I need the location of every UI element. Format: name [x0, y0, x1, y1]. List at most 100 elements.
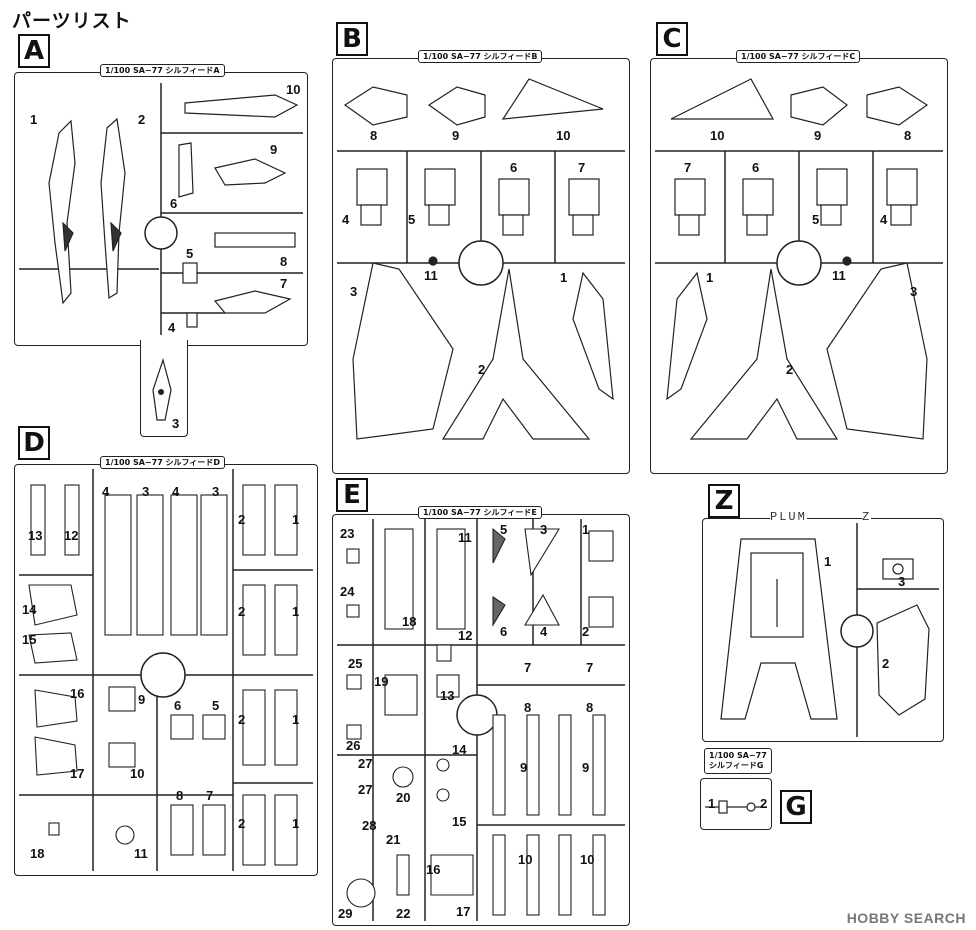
part-a2-number: 2	[138, 112, 146, 127]
part-a9-number: 9	[270, 142, 278, 157]
part-e10a-number: 10	[518, 852, 533, 867]
part-a1-number: 1	[30, 112, 38, 127]
sprue-g-plate-line2: シルフィードG	[709, 761, 764, 770]
part-e7b-number: 7	[586, 660, 594, 675]
part-c9-number: 9	[814, 128, 822, 143]
part-d8-number: 8	[176, 788, 184, 803]
sprue-g-plate: 1/100 SA−77 シルフィードG	[704, 748, 772, 774]
part-a4-number: 4	[168, 320, 176, 335]
part-e4-number: 4	[540, 624, 548, 639]
sprue-g-frame	[700, 778, 772, 830]
sprue-a-runners	[19, 83, 303, 335]
sprue-e-plate: 1/100 SA−77 シルフィードE	[418, 506, 542, 519]
sprue-d-runners	[19, 469, 313, 871]
part-c3-number: 3	[910, 284, 918, 299]
part-d14-number: 14	[22, 602, 37, 617]
part-e3-number: 3	[540, 522, 548, 537]
part-e18-number: 18	[402, 614, 417, 629]
part-e27a-number: 27	[358, 756, 373, 771]
part-e8a-number: 8	[524, 700, 532, 715]
part-a3-number: 3	[172, 416, 180, 431]
part-e29-number: 29	[338, 906, 353, 921]
part-d4b-number: 4	[172, 484, 180, 499]
part-e28-number: 28	[362, 818, 377, 833]
part-d12-number: 12	[64, 528, 79, 543]
part-b9-number: 9	[452, 128, 460, 143]
part-c10-number: 10	[710, 128, 725, 143]
part-b4-number: 4	[342, 212, 350, 227]
part-c4-number: 4	[880, 212, 888, 227]
part-a10-number: 10	[286, 82, 301, 97]
part-e26-number: 26	[346, 738, 361, 753]
part-c2-number: 2	[786, 362, 794, 377]
part-e20-number: 20	[396, 790, 411, 805]
sprue-g-runners	[705, 800, 767, 814]
sprue-d-frame	[14, 464, 318, 876]
sprue-e-label: E	[336, 478, 368, 512]
part-c6-number: 6	[752, 160, 760, 175]
part-d2d-number: 2	[238, 816, 246, 831]
sprue-e-runners	[337, 519, 625, 921]
part-e1-number: 1	[582, 522, 590, 537]
part-e14-number: 14	[452, 742, 467, 757]
sprue-z-label: Z	[708, 484, 740, 518]
part-e21-number: 21	[386, 832, 401, 847]
part-d1c-number: 1	[292, 712, 300, 727]
part-d17-number: 17	[70, 766, 85, 781]
part-d16-number: 16	[70, 686, 85, 701]
part-d6-number: 6	[174, 698, 182, 713]
sprue-z-runners	[720, 523, 939, 737]
part-e9b-number: 9	[582, 760, 590, 775]
sprue-b-runners	[337, 78, 625, 440]
part-d1a-number: 1	[292, 512, 300, 527]
part-a5-number: 5	[186, 246, 194, 261]
sprue-d-plate: 1/100 SA−77 シルフィードD	[100, 456, 226, 469]
watermark: HOBBY SEARCH	[846, 910, 966, 926]
part-d4a-number: 4	[102, 484, 110, 499]
sprue-g-label: G	[780, 790, 812, 824]
sprue-c-frame	[650, 58, 948, 474]
part-d10-number: 10	[130, 766, 145, 781]
part-c8-number: 8	[904, 128, 912, 143]
page-title: パーツリスト	[12, 10, 132, 32]
part-d18-number: 18	[30, 846, 45, 861]
part-e2-number: 2	[582, 624, 590, 639]
part-e8b-number: 8	[586, 700, 594, 715]
part-g1-number: 1	[708, 796, 716, 811]
part-z2-number: 2	[882, 656, 890, 671]
part-e6-number: 6	[500, 624, 508, 639]
part-b3-number: 3	[350, 284, 358, 299]
sprue-a-label: A	[18, 34, 50, 68]
part-d15-number: 15	[22, 632, 37, 647]
part-e22-number: 22	[396, 906, 411, 921]
part-a3-drawing	[152, 357, 172, 421]
sprue-e-frame	[332, 514, 630, 926]
sprue-a-plate: 1/100 SA−77 シルフィードA	[100, 64, 225, 77]
sprue-z-frame	[702, 518, 944, 742]
sprue-z-plate-right: Z	[862, 510, 872, 524]
part-e16-number: 16	[426, 862, 441, 877]
part-z3-number: 3	[898, 574, 906, 589]
part-e7a-number: 7	[524, 660, 532, 675]
part-b10-number: 10	[556, 128, 571, 143]
part-a6-number: 6	[170, 196, 178, 211]
part-e24-number: 24	[340, 584, 355, 599]
part-e12-number: 12	[458, 628, 473, 643]
part-e25-number: 25	[348, 656, 363, 671]
part-e5-number: 5	[500, 522, 508, 537]
part-b2-number: 2	[478, 362, 486, 377]
sprue-a-frame	[14, 72, 308, 346]
part-c11-number: 11	[832, 268, 846, 283]
part-b6-number: 6	[510, 160, 518, 175]
sprue-c-plate: 1/100 SA−77 シルフィードC	[736, 50, 861, 63]
part-b1-number: 1	[560, 270, 568, 285]
sprue-c-runners	[655, 78, 943, 440]
part-d1b-number: 1	[292, 604, 300, 619]
part-e11-number: 11	[458, 530, 472, 545]
sprue-z-plate-left: PLUM	[770, 510, 807, 524]
part-d2a-number: 2	[238, 512, 246, 527]
part-d13-number: 13	[28, 528, 43, 543]
part-d11-number: 11	[134, 846, 148, 861]
sprue-b-frame	[332, 58, 630, 474]
part-e17-number: 17	[456, 904, 471, 919]
